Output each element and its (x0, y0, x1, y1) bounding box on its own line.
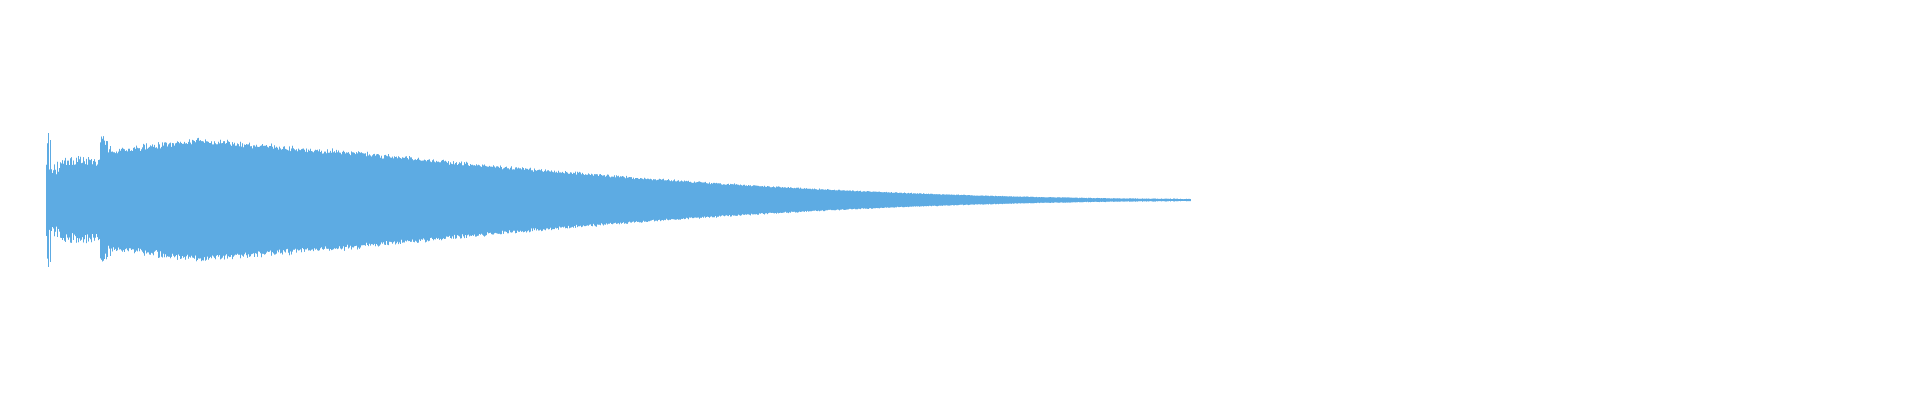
waveform-path (46, 133, 1191, 267)
